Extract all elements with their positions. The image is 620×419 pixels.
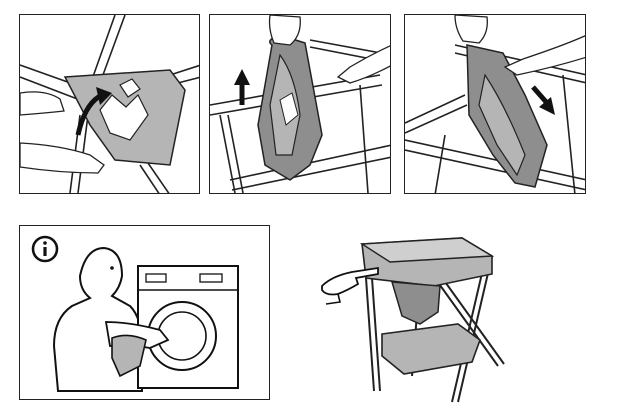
step-3-panel <box>404 14 586 194</box>
pointing-hand-icon <box>321 266 379 305</box>
pull-bag-down-icon <box>405 15 585 193</box>
pull-bag-up-icon <box>210 15 390 193</box>
washing-machine-icon <box>31 235 239 392</box>
lift-basket-out-icon <box>20 15 199 193</box>
step-2-panel <box>209 14 391 194</box>
info-icon <box>31 235 59 263</box>
care-note-panel <box>19 225 270 400</box>
product-view <box>312 216 512 412</box>
step-1-panel <box>19 14 200 194</box>
changing-table-icon <box>321 237 505 403</box>
